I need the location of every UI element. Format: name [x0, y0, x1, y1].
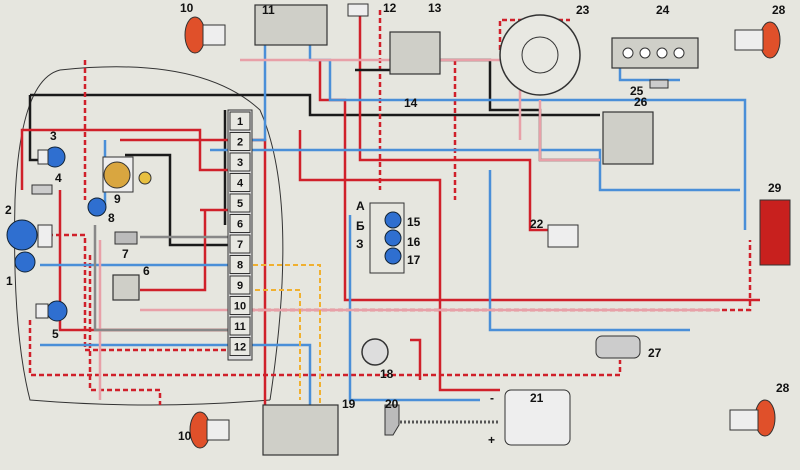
frame-outline [59, 66, 284, 401]
component-5-bulb [35, 300, 68, 322]
coil-minus: - [490, 391, 494, 405]
component-29-tail-light [759, 199, 791, 266]
component-label-23: 23 [576, 3, 590, 17]
component-label-19: 19 [342, 397, 356, 411]
component-label-10a: 10 [180, 1, 194, 15]
component-label-7: 7 [122, 247, 129, 261]
component-28-turn-signal-top-right [734, 21, 781, 59]
connector-cell-number: 11 [234, 321, 246, 333]
coil-plus: + [488, 433, 495, 447]
connector-cell [229, 234, 251, 254]
component-label-25: 25 [630, 84, 644, 98]
component-label-27: 27 [648, 346, 662, 360]
connector-cell [229, 316, 251, 336]
component-3-bulb [37, 146, 66, 168]
component-1-bulb [14, 251, 36, 273]
component-19-box [262, 404, 339, 456]
component-label-8: 8 [108, 211, 115, 225]
connector-cell-number: 9 [237, 280, 243, 292]
component-18-horn [361, 338, 389, 366]
component-26-regulator [602, 111, 654, 165]
component-25-fuse [649, 79, 669, 89]
component-24-battery [611, 37, 699, 69]
connector-cell [229, 255, 251, 274]
component-label-6: 6 [143, 264, 150, 278]
component-label-17: 17 [407, 253, 421, 267]
connector-cell-number: 3 [237, 157, 243, 169]
component-label-11: 11 [262, 3, 275, 17]
letter-b: Б [356, 219, 365, 233]
component-label-2: 2 [5, 203, 12, 217]
connector-cell-number: 12 [234, 342, 246, 354]
component-20-spark-plug-cap [384, 404, 500, 436]
component-13-relay [389, 31, 441, 75]
connector-cell [229, 275, 251, 295]
component-4-fuse [31, 184, 53, 195]
connector-cell-number: 10 [234, 301, 246, 313]
letter-z: З [356, 237, 364, 251]
component-label-10b: 10 [178, 429, 192, 443]
component-label-16: 16 [407, 235, 421, 249]
component-label-18: 18 [380, 367, 394, 381]
connector-cell [229, 214, 251, 233]
component-7-relay [114, 231, 138, 245]
component-11-box [254, 4, 328, 46]
component-label-3: 3 [50, 129, 57, 143]
connector-cell [229, 337, 251, 356]
component-label-20: 20 [385, 397, 399, 411]
component-9-ignition-switch [102, 156, 152, 193]
connector-cell-number: 8 [237, 260, 243, 272]
component-10-turn-signal-bottom [189, 411, 230, 449]
component-23-generator [499, 14, 581, 96]
letter-a: A [356, 199, 365, 213]
component-label-26: 26 [634, 95, 648, 109]
component-label-28b: 28 [776, 381, 790, 395]
component-label-14: 14 [404, 96, 418, 110]
connector-cell-number: 5 [237, 198, 243, 210]
component-12-connector [347, 3, 369, 17]
component-label-5: 5 [52, 327, 59, 341]
component-label-28a: 28 [772, 3, 786, 17]
component-2-headlight [6, 219, 53, 251]
component-8-bulb [87, 197, 107, 217]
component-27-sensor [595, 335, 641, 359]
connector-cell [229, 296, 251, 315]
component-label-21: 21 [530, 391, 544, 405]
component-21-ignition-coil [504, 389, 571, 446]
component-6-box [112, 274, 140, 301]
connector-cell-number: 6 [237, 219, 243, 231]
component-10-turn-signal-top [184, 16, 226, 54]
component-22-switch [547, 224, 579, 248]
connector-cell [229, 193, 251, 213]
connector-cell-number: 2 [237, 137, 243, 149]
connector-cell-number: 7 [237, 239, 243, 251]
component-label-15: 15 [407, 215, 421, 229]
connector-cell [229, 173, 251, 192]
component-label-9: 9 [114, 192, 121, 206]
component-label-22: 22 [530, 217, 544, 231]
component-label-12: 12 [383, 1, 397, 15]
component-label-13: 13 [428, 1, 442, 15]
connector-cell-number: 4 [237, 178, 244, 190]
connector-cell [229, 132, 251, 151]
connector-cell [229, 152, 251, 172]
connector-cell [229, 111, 251, 131]
component-label-29: 29 [768, 181, 782, 195]
component-28-turn-signal-bottom-right [729, 399, 776, 437]
connector-cell-number: 1 [237, 116, 243, 128]
component-label-4: 4 [55, 171, 62, 185]
component-label-24: 24 [656, 3, 670, 17]
component-label-1: 1 [6, 274, 13, 288]
component-15-17-indicator-panel [369, 202, 405, 274]
